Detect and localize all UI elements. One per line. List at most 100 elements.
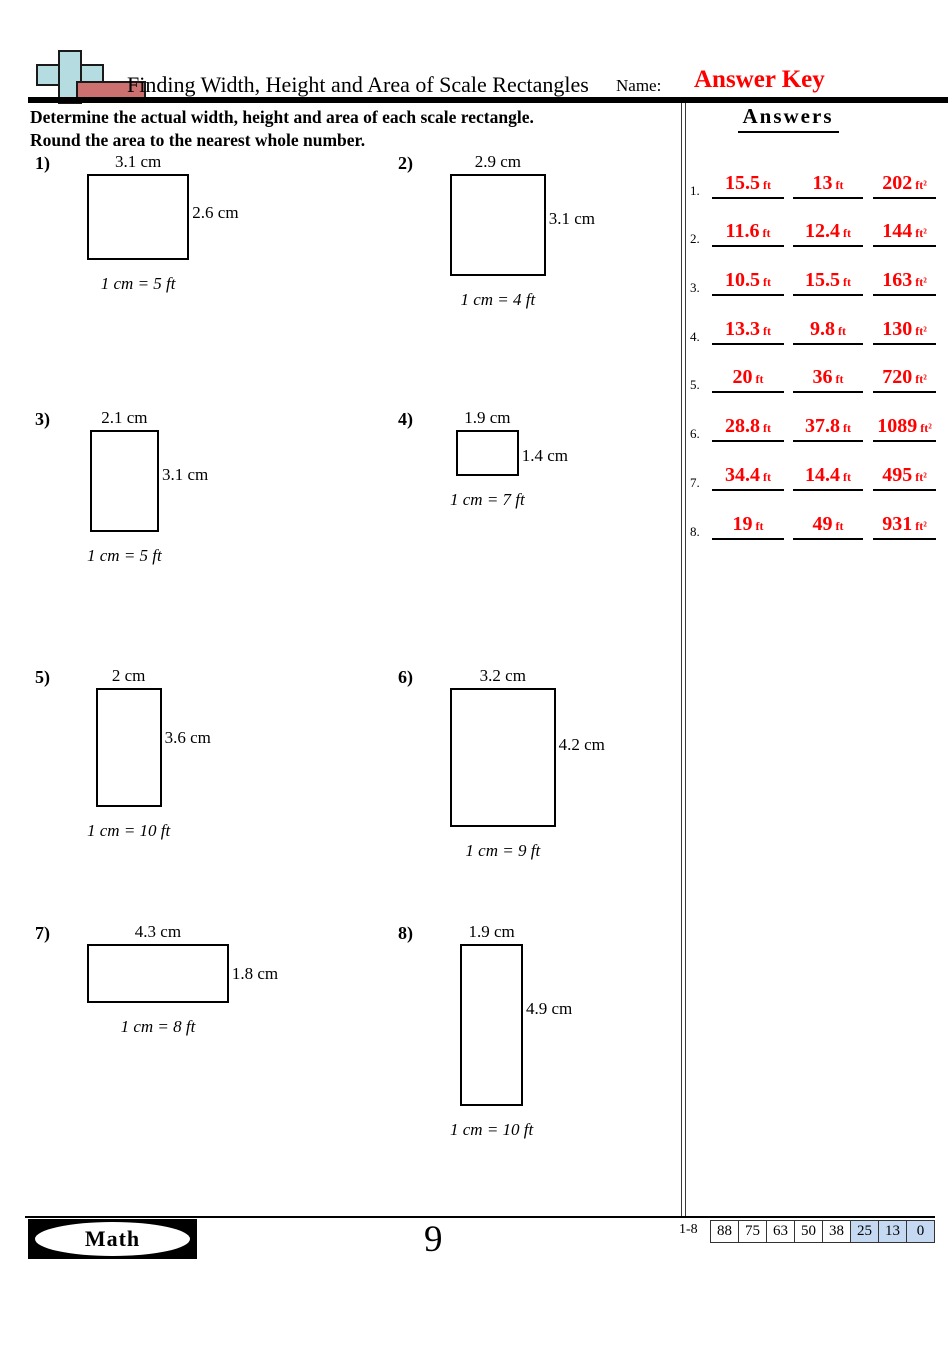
height-label: 2.6 cm [192,203,239,223]
math-brand-logo: Math [28,1219,197,1259]
brand-ellipse: Math [35,1222,190,1256]
problem-number: 7) [35,923,50,943]
answer-number: 5. [690,377,700,393]
score-cell: 88 [710,1220,739,1243]
problem-3: 3) 2.1 cm 3.1 cm 1 cm = 5 ft [30,408,208,566]
instructions: Determine the actual width, height and a… [30,106,630,152]
problem-number: 1) [35,153,50,173]
answer-number: 6. [690,426,700,442]
scale-label: 1 cm = 5 ft [100,273,176,293]
scale-rectangle [87,174,190,260]
scale-rectangle [450,688,556,827]
scale-rectangle [95,688,162,807]
scale-label: 1 cm = 7 ft [450,490,525,510]
answers-heading: Answers [688,104,888,133]
problem-number: 3) [35,409,50,429]
height-label: 4.9 cm [525,998,573,1018]
answer-number: 2. [690,231,700,247]
width-label: 1.9 cm [464,408,511,427]
height-label: 3.1 cm [162,464,209,484]
problem-8: 8) 1.9 cm 4.9 cm 1 cm = 10 ft [393,922,572,1140]
score-cell: 75 [738,1220,767,1243]
score-cell: 38 [822,1220,851,1243]
problem-number: 6) [398,667,413,687]
scale-rectangle [460,944,523,1106]
width-label: 3.1 cm [115,152,162,171]
answer-number: 1. [690,182,700,198]
scale-rectangle [87,944,229,1004]
problem-1: 1) 3.1 cm 2.6 cm 1 cm = 5 ft [30,152,239,294]
problem-7: 7) 4.3 cm 1.8 cm 1 cm = 8 ft [30,922,278,1037]
answer-number: 7. [690,474,700,490]
problem-number: 5) [35,667,50,687]
problem-4: 4) 1.9 cm 1.4 cm 1 cm = 7 ft [393,408,568,510]
page-number: 9 [424,1219,443,1260]
score-range-label: 1-8 [679,1222,698,1237]
header-rule [28,97,948,103]
answer-number: 3. [690,280,700,296]
height-label: 3.1 cm [548,208,595,228]
scale-rectangle [89,430,160,533]
score-cell: 13 [878,1220,907,1243]
width-label: 2 cm [111,666,146,685]
scale-label: 1 cm = 10 ft [87,820,171,840]
problem-number: 2) [398,153,413,173]
height-label: 4.2 cm [558,735,605,755]
scale-label: 1 cm = 9 ft [465,840,541,860]
answer-number: 8. [690,523,700,539]
instruction-line-2: Round the area to the nearest whole numb… [30,130,366,150]
name-label: Name: [616,76,662,95]
brand-text: Math [84,1226,141,1251]
problem-number: 8) [398,923,413,943]
instruction-line-1: Determine the actual width, height and a… [30,107,534,127]
score-cell: 0 [906,1220,935,1243]
height-label: 1.8 cm [231,964,279,984]
footer-rule [25,1216,935,1218]
score-table: 88 75 63 50 38 25 13 0 [710,1220,935,1243]
column-divider [681,103,686,1217]
scale-label: 1 cm = 8 ft [120,1017,196,1037]
worksheet-title: Finding Width, Height and Area of Scale … [127,72,589,97]
width-label: 4.3 cm [134,922,182,941]
answer-key-text: Answer Key [694,66,825,93]
width-label: 2.1 cm [101,408,148,427]
scale-rectangle [450,174,546,277]
width-label: 1.9 cm [468,922,515,941]
scale-rectangle [456,430,519,477]
width-label: 2.9 cm [474,152,521,171]
score-cell: 25 [850,1220,879,1243]
scale-label: 1 cm = 10 ft [450,1119,534,1139]
problem-6: 6) 3.2 cm 4.2 cm 1 cm = 9 ft [393,666,605,861]
score-cell: 63 [766,1220,795,1243]
scale-label: 1 cm = 5 ft [87,546,162,566]
height-label: 3.6 cm [164,728,211,748]
